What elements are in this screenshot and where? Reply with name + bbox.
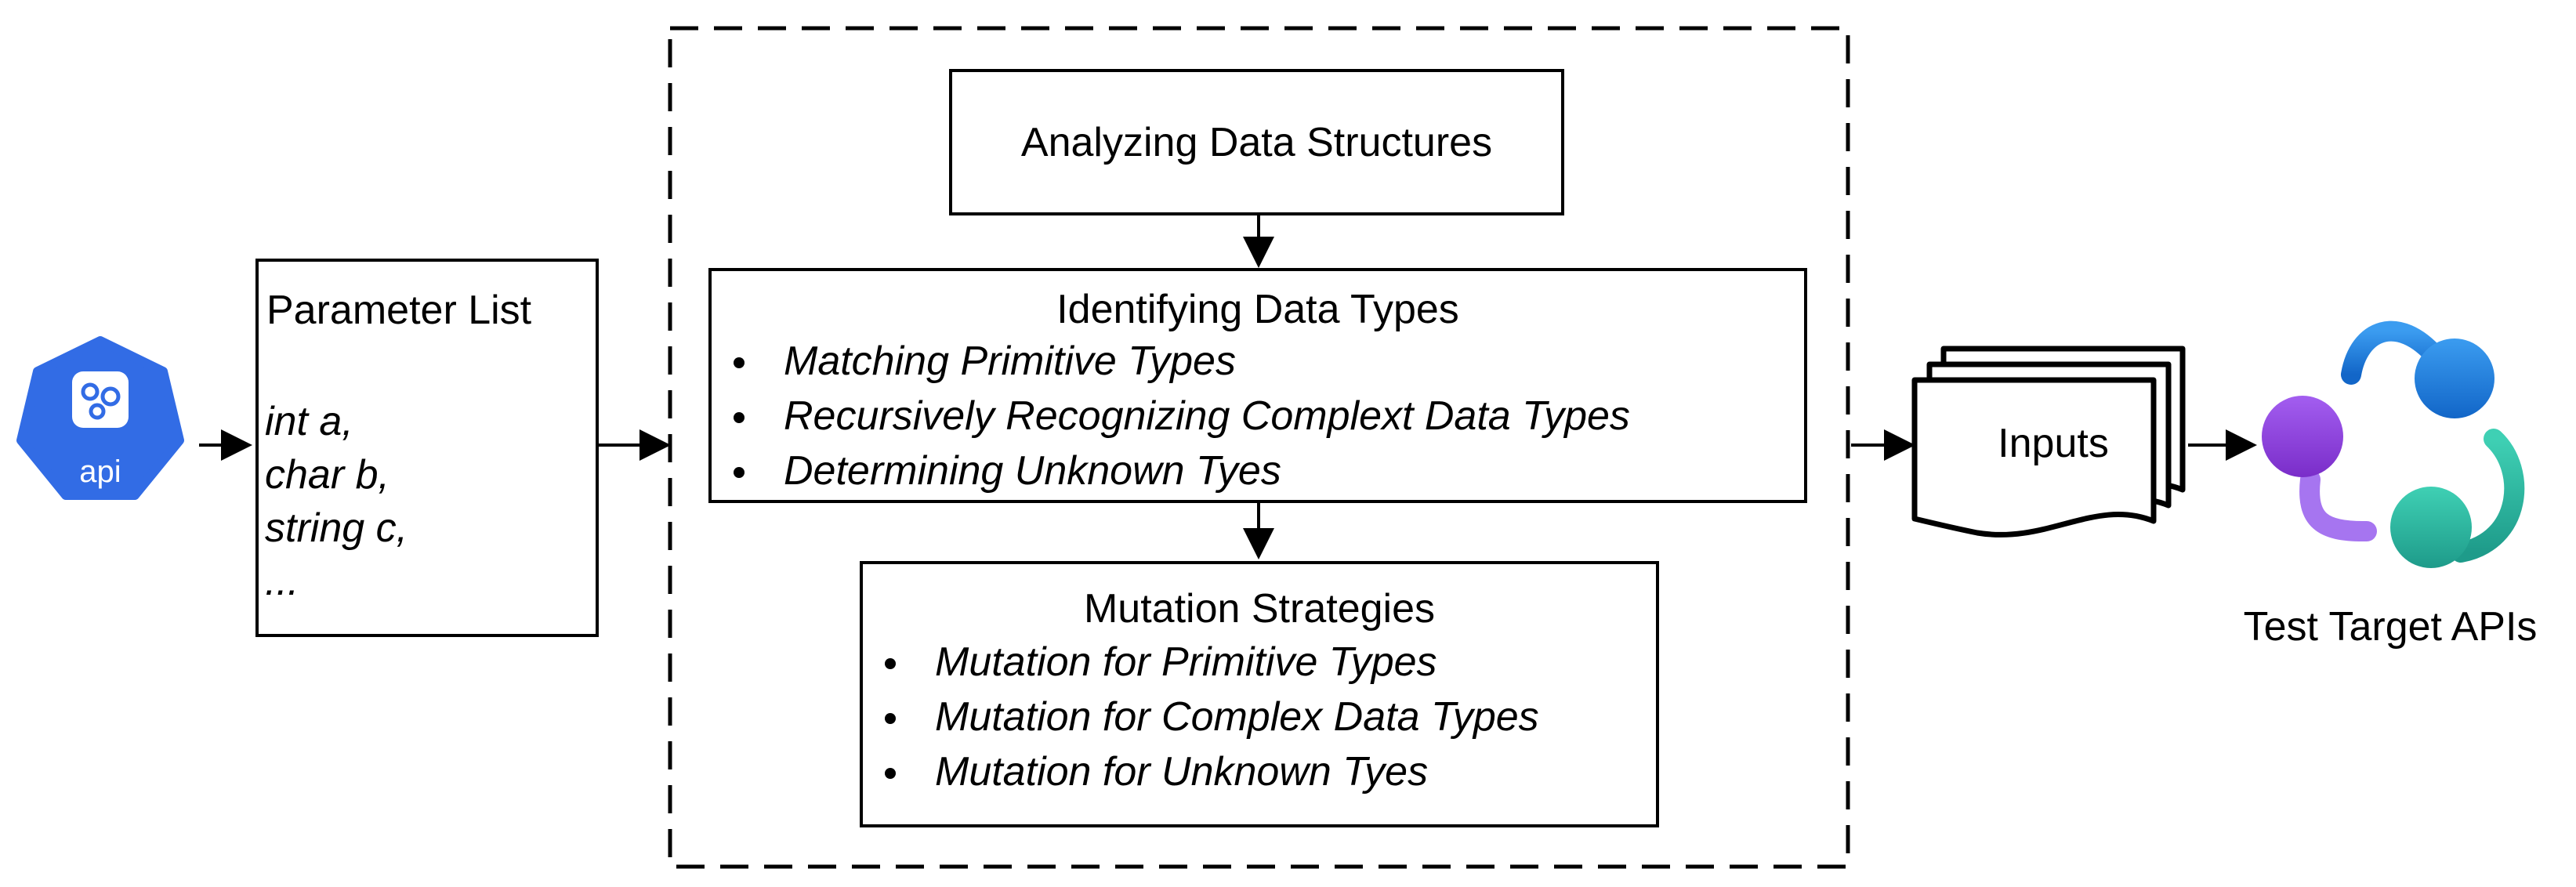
mutation-strategies-box: Mutation Strategies Mutation for Primiti… <box>860 561 1659 827</box>
parameter-list-params: int a, char b, string c, ... <box>265 395 408 608</box>
param-item: string c, <box>265 505 408 551</box>
mutation-item: Mutation for Unknown Tyes <box>863 744 1656 799</box>
identifying-data-types-box: Identifying Data Types Matching Primitiv… <box>708 268 1807 503</box>
param-item: char b, <box>265 452 389 498</box>
parameter-list-box: Parameter List int a, char b, string c, … <box>255 259 599 637</box>
test-target-apis-label: Test Target APIs <box>2243 604 2538 650</box>
identifying-title: Identifying Data Types <box>1056 287 1459 332</box>
mutation-title: Mutation Strategies <box>1083 586 1436 632</box>
test-target-apis-icon <box>2262 320 2525 568</box>
identifying-item: Recursively Recognizing Complext Data Ty… <box>712 389 1804 444</box>
parameter-list-title: Parameter List <box>266 288 532 333</box>
inputs-label: Inputs <box>1998 421 2109 466</box>
inputs-document-icon <box>1911 346 2186 538</box>
identifying-item: Determining Unknown Tyes <box>712 444 1804 498</box>
api-icon-label: api <box>79 454 121 489</box>
identifying-item: Matching Primitive Types <box>712 334 1804 389</box>
analyzing-title: Analyzing Data Structures <box>1020 119 1493 165</box>
api-icon <box>16 336 184 500</box>
param-item: int a, <box>265 399 353 444</box>
mutation-item: Mutation for Complex Data Types <box>863 690 1656 744</box>
mutation-item: Mutation for Primitive Types <box>863 635 1656 690</box>
analyzing-data-structures-box: Analyzing Data Structures <box>949 69 1564 215</box>
param-item: ... <box>265 559 299 604</box>
